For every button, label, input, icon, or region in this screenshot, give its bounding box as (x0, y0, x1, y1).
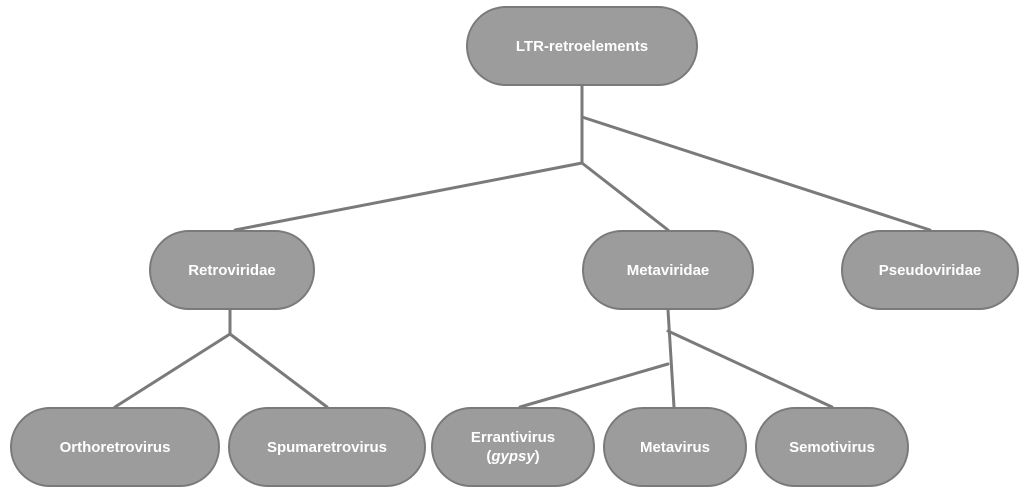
connector-metaviridae-semotivirus (666, 329, 834, 409)
node-label: Spumaretrovirus (266, 438, 388, 456)
node-metaviridae: Metaviridae (582, 230, 754, 310)
node-orthoretrovirus: Orthoretrovirus (10, 407, 220, 487)
node-pseudoviridae: Pseudoviridae (841, 230, 1019, 310)
node-label: Semotivirus (789, 438, 875, 456)
node-ltr-retroelements: LTR-retroelements (466, 6, 698, 86)
paren-open: ( (486, 448, 492, 465)
connector-root-pseudoviridae (580, 115, 932, 232)
node-spumaretrovirus: Spumaretrovirus (228, 407, 426, 487)
node-label: Pseudoviridae (878, 261, 982, 279)
node-retroviridae: Retroviridae (149, 230, 315, 310)
node-metavirus: Metavirus (603, 407, 747, 487)
node-label: Retroviridae (188, 261, 276, 279)
node-sublabel: (gypsy) (486, 447, 539, 466)
node-label: Metaviridae (626, 261, 710, 279)
connector-metaviridae-trunk (666, 308, 676, 409)
connector-retroviridae-orthoretrovirus (113, 332, 232, 409)
connector-retroviridae-spumaretrovirus (228, 332, 329, 409)
gypsy-italic-label: gypsy (491, 448, 535, 465)
connector-metaviridae-errantivirus (518, 362, 670, 409)
node-errantivirus: Errantivirus (gypsy) (431, 407, 595, 487)
node-label: Orthoretrovirus (59, 438, 171, 456)
node-label: Metavirus (639, 438, 711, 456)
connector-root-metaviridae (580, 161, 670, 232)
paren-close: ) (534, 448, 540, 465)
node-label: Errantivirus (470, 429, 556, 446)
connector-root-retroviridae (233, 161, 584, 232)
node-label: LTR-retroelements (515, 37, 649, 55)
node-semotivirus: Semotivirus (755, 407, 909, 487)
